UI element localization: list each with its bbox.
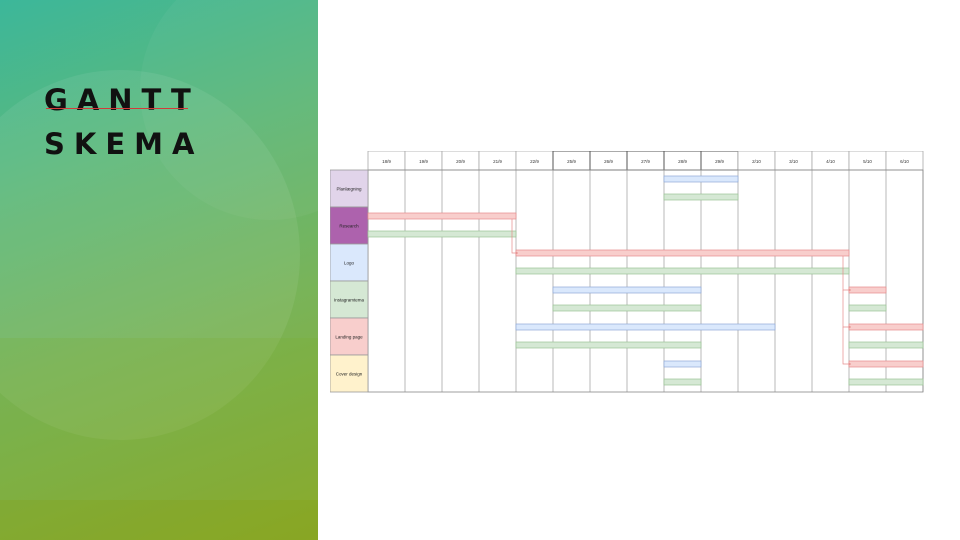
date-label: 28/9: [678, 159, 687, 164]
actual-bar: [552, 304, 702, 312]
task-label: Cover design: [336, 372, 363, 377]
date-label: 18/9: [382, 159, 391, 164]
gantt-svg: 18/9 19/9 20/9 21/9 22/9 25/9 26/9 27/9 28/9 29/9…: [329, 150, 924, 393]
actual-bar: [367, 230, 517, 238]
actual-bar: [663, 193, 739, 201]
decorative-circle: [0, 70, 300, 440]
decorative-band: [0, 338, 318, 500]
planned-bar: [515, 323, 776, 331]
dependency-arrowhead: [848, 362, 851, 366]
task-label-cell: [329, 317, 369, 356]
planned-bar: [515, 249, 850, 257]
date-label: 20/9: [456, 159, 465, 164]
actual-bar: [848, 304, 887, 312]
task-label: Research: [339, 224, 359, 229]
actual-bar: [848, 378, 924, 386]
gantt-chart: 18/9 19/9 20/9 21/9 22/9 25/9 26/9 27/9 28/9 29/9…: [329, 150, 925, 399]
planned-bar: [663, 175, 739, 183]
dependency-arrowhead: [848, 325, 851, 329]
dependency-line: [842, 327, 851, 365]
date-label: 2/10: [752, 159, 761, 164]
dependency-arrowhead: [848, 288, 851, 292]
date-label: 26/9: [604, 159, 613, 164]
date-label: 27/9: [641, 159, 650, 164]
date-label: 4/10: [826, 159, 835, 164]
grid-border: [367, 169, 924, 393]
title-line-1: GANTT: [44, 83, 200, 117]
date-label: 6/10: [900, 159, 909, 164]
actual-bar: [663, 378, 702, 386]
slide-title: GANTT SKEMA: [44, 78, 203, 166]
dependency-arrowhead: [515, 251, 518, 255]
date-label: 25/9: [567, 159, 576, 164]
task-label-cell: [329, 243, 369, 282]
date-label: 19/9: [419, 159, 428, 164]
planned-bar: [367, 212, 517, 220]
task-label-cell: [329, 206, 369, 245]
planned-bar: [552, 286, 702, 294]
actual-bar: [848, 341, 924, 349]
task-label: Logo: [344, 261, 355, 266]
planned-bar: [663, 360, 702, 368]
actual-bar: [515, 267, 850, 275]
decorative-band: [0, 500, 318, 540]
left-panel: GANTT SKEMA: [0, 0, 318, 540]
date-label: 3/10: [789, 159, 798, 164]
task-label-cell: [329, 354, 369, 393]
title-line-2: SKEMA: [44, 127, 204, 161]
task-label: Landing page: [335, 335, 363, 340]
title-underline: [46, 108, 188, 109]
task-label-cell: [329, 169, 369, 208]
date-label: 22/9: [530, 159, 539, 164]
planned-bar: [848, 360, 924, 368]
planned-bar: [848, 323, 924, 331]
planned-bar: [848, 286, 887, 294]
task-label: Planlægning: [336, 187, 362, 192]
task-label: Instagramtema: [334, 298, 365, 303]
actual-bar: [515, 341, 702, 349]
date-label: 29/9: [715, 159, 724, 164]
date-label: 21/9: [493, 159, 502, 164]
date-label: 5/10: [863, 159, 872, 164]
